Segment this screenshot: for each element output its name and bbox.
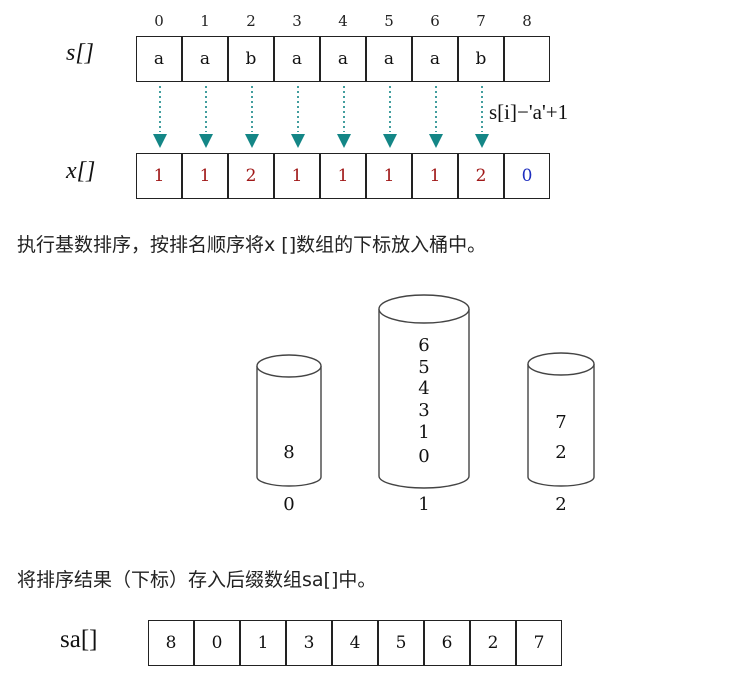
arrow-head-7 — [475, 134, 489, 148]
index-5: 5 — [384, 12, 394, 30]
arrow-head-3 — [291, 134, 305, 148]
arrow-head-2 — [245, 134, 259, 148]
s-cell-6: a — [412, 36, 458, 82]
index-3: 3 — [292, 12, 302, 30]
sa-cell-4: 4 — [332, 620, 378, 666]
bucket-2-body — [527, 364, 595, 487]
x-cell-4: 1 — [320, 153, 366, 199]
sa-cell-1: 0 — [194, 620, 240, 666]
bucket-1-item: 1 — [418, 422, 430, 443]
index-7: 7 — [476, 12, 486, 30]
bucket-2-item: 2 — [555, 442, 567, 463]
sa-cell-8: 7 — [516, 620, 562, 666]
x-cell-3: 1 — [274, 153, 320, 199]
s-cell-3: a — [274, 36, 320, 82]
bucket-0-body — [256, 366, 322, 487]
s-cell-8 — [504, 36, 550, 82]
bucket-1-body — [378, 309, 470, 489]
bucket-1-top — [378, 294, 470, 324]
s-cell-7: b — [458, 36, 504, 82]
index-2: 2 — [246, 12, 256, 30]
bucket-2-label: 2 — [555, 494, 567, 515]
x-cell-1: 1 — [182, 153, 228, 199]
arrow-head-6 — [429, 134, 443, 148]
x-cell-6: 1 — [412, 153, 458, 199]
bucket-1-item: 5 — [418, 357, 430, 378]
sa-cell-0: 8 — [148, 620, 194, 666]
index-1: 1 — [200, 12, 210, 30]
formula-label: s[i]−'a'+1 — [489, 100, 569, 124]
bucket-1-item: 0 — [418, 446, 430, 467]
sa-cell-2: 1 — [240, 620, 286, 666]
s-cell-4: a — [320, 36, 366, 82]
x-cell-0: 1 — [136, 153, 182, 199]
bucket-1-label: 1 — [418, 494, 430, 515]
bucket-0-top — [256, 354, 322, 378]
s-array-label: s[] — [66, 40, 95, 66]
index-4: 4 — [338, 12, 348, 30]
s-cell-1: a — [182, 36, 228, 82]
bucket-2-item: 7 — [555, 412, 567, 433]
sa-cell-7: 2 — [470, 620, 516, 666]
sa-array-label: sa[] — [60, 626, 98, 653]
caption-suffix-array: 将排序结果（下标）存入后缀数组sa[]中。 — [17, 569, 377, 591]
bucket-0-item: 8 — [283, 442, 295, 463]
s-cell-5: a — [366, 36, 412, 82]
bucket-0-label: 0 — [283, 494, 295, 515]
index-8: 8 — [522, 12, 532, 30]
x-cell-2: 2 — [228, 153, 274, 199]
index-0: 0 — [154, 12, 164, 30]
s-cell-0: a — [136, 36, 182, 82]
sa-cell-3: 3 — [286, 620, 332, 666]
bucket-1-item: 6 — [418, 335, 430, 356]
s-cell-2: b — [228, 36, 274, 82]
bucket-1-item: 4 — [418, 378, 430, 399]
x-cell-8: 0 — [504, 153, 550, 199]
bucket-2-top — [527, 352, 595, 376]
sa-cell-6: 6 — [424, 620, 470, 666]
x-cell-5: 1 — [366, 153, 412, 199]
x-array-label: x[] — [66, 158, 96, 184]
arrow-head-5 — [383, 134, 397, 148]
caption-radix-sort: 执行基数排序，按排名顺序将x []数组的下标放入桶中。 — [17, 234, 487, 256]
arrow-head-4 — [337, 134, 351, 148]
index-6: 6 — [430, 12, 440, 30]
bucket-1-item: 3 — [418, 400, 430, 421]
arrow-head-1 — [199, 134, 213, 148]
arrow-head-0 — [153, 134, 167, 148]
sa-cell-5: 5 — [378, 620, 424, 666]
mapping-arrows — [153, 86, 489, 148]
x-cell-7: 2 — [458, 153, 504, 199]
